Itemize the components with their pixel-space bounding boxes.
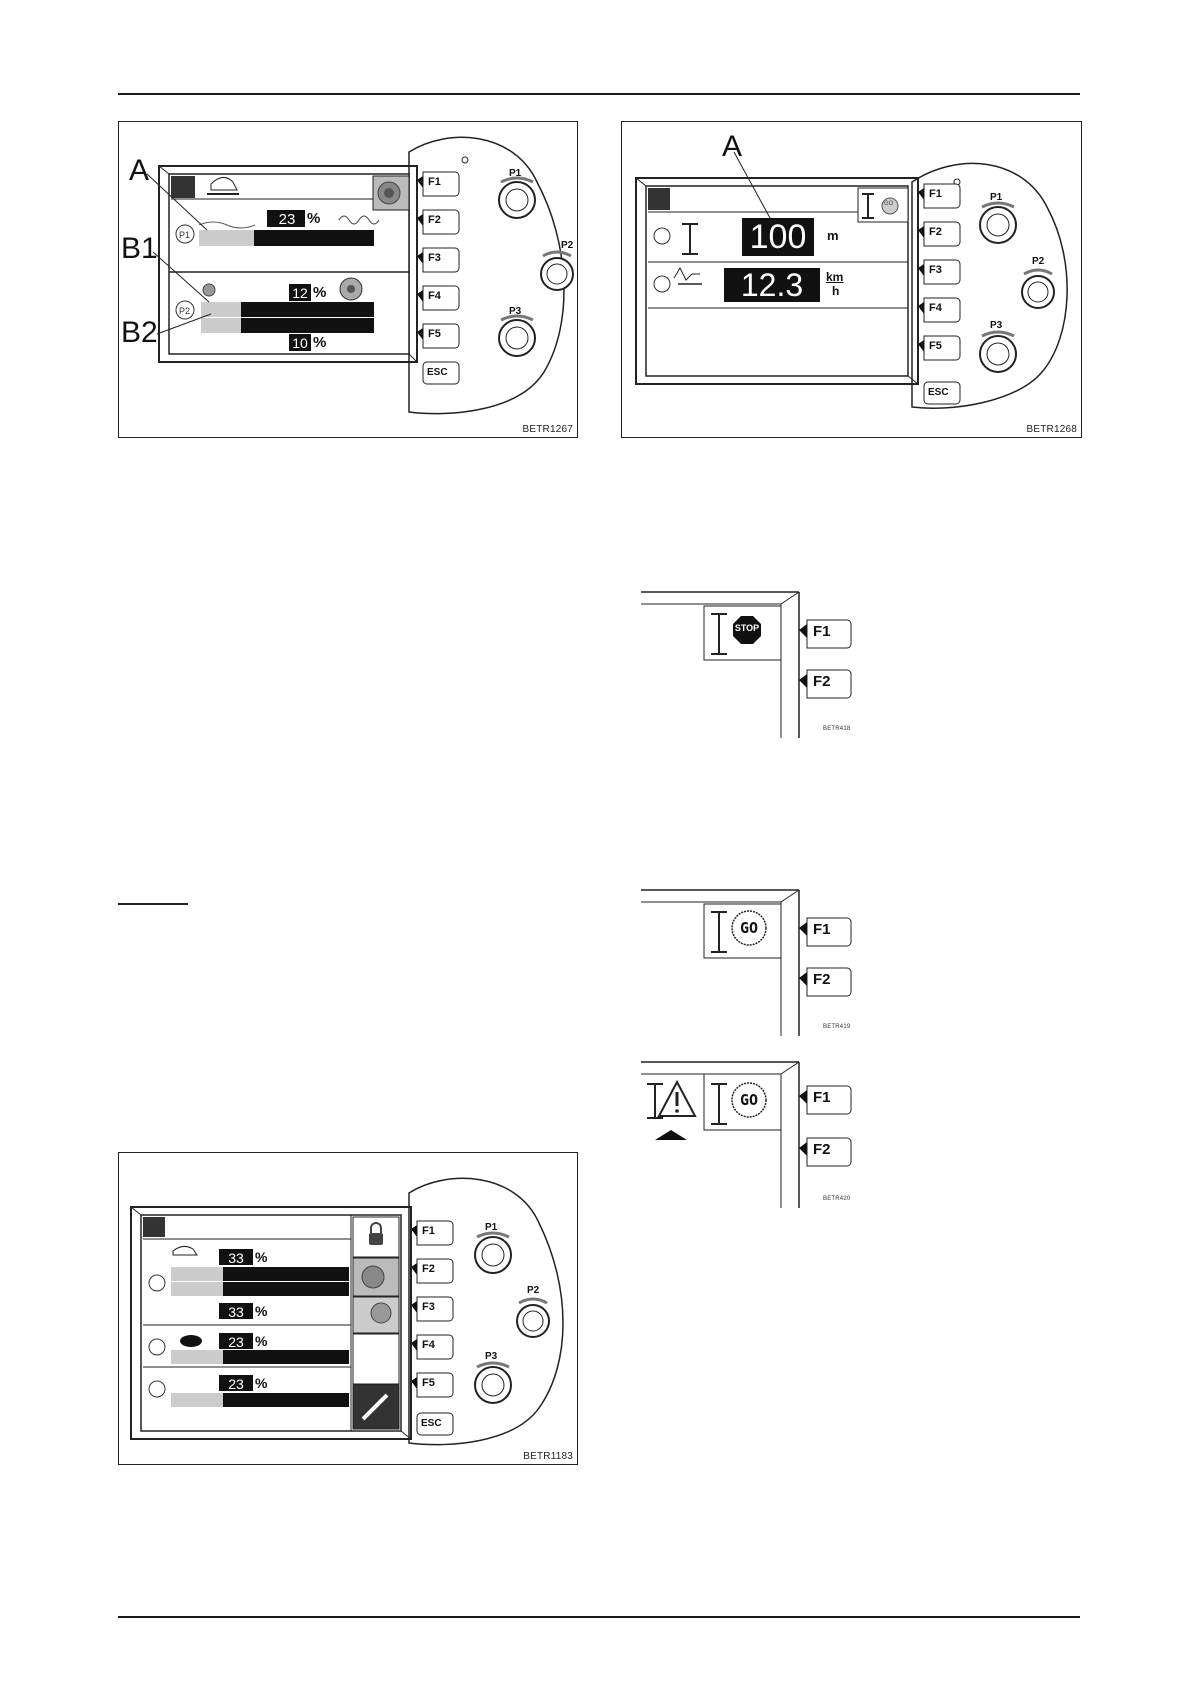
f5-key[interactable]: F5 — [422, 1377, 435, 1389]
p1-percent-bottom: 33 — [219, 1304, 253, 1320]
f2-key[interactable]: F2 — [929, 226, 942, 238]
knob-p1-label: P1 — [509, 168, 521, 179]
f4-key[interactable]: F4 — [428, 290, 441, 302]
p3-percent: 23 — [219, 1376, 253, 1392]
knob-p3-label: P3 — [509, 306, 521, 317]
f4-key[interactable]: F4 — [422, 1339, 435, 1351]
p2-percent-top: 12 — [289, 285, 311, 301]
f1-key[interactable]: F1 — [428, 176, 441, 188]
f1-key[interactable]: F1 — [422, 1225, 435, 1237]
f3-key[interactable]: F3 — [428, 252, 441, 264]
figure-betr419: GO F1 F2 BETR419 — [641, 888, 861, 1036]
knob-p1-label: P1 — [990, 192, 1002, 203]
height-unit: m — [827, 228, 839, 243]
callout-b1: B1 — [121, 234, 158, 264]
f1-key[interactable]: F1 — [813, 921, 831, 938]
p1-percent-sign-top: % — [255, 1249, 267, 1265]
esc-key[interactable]: ESC — [421, 1418, 442, 1429]
p1-percent-sign: % — [307, 210, 320, 227]
speed-value: 12.3 — [724, 268, 820, 302]
p1-percent-sign-bottom: % — [255, 1303, 267, 1319]
figure-code: BETR418 — [823, 726, 850, 732]
knob-p3-label: P3 — [485, 1351, 497, 1362]
figure-betr1268: A 100 m 12.3 km h GO F1 F2 F3 F4 F5 ESC … — [621, 121, 1082, 438]
figure-betr1267: P1 P2 — [118, 121, 578, 438]
knob-p1-label: P1 — [485, 1222, 497, 1233]
knob-p2-label: P2 — [1032, 256, 1044, 267]
figure-betr1183: 33 % 33 % 23 % 23 % F1 F2 F3 F4 F5 ESC P… — [118, 1152, 578, 1465]
header-rule — [118, 93, 1080, 95]
svg-text:P2: P2 — [179, 306, 190, 316]
f4-key[interactable]: F4 — [929, 302, 942, 314]
f2-key[interactable]: F2 — [813, 1141, 831, 1158]
callout-a: A — [129, 156, 149, 186]
f2-key[interactable]: F2 — [813, 673, 831, 690]
f5-key[interactable]: F5 — [428, 328, 441, 340]
figure-code: BETR420 — [823, 1196, 850, 1202]
f1-key[interactable]: F1 — [813, 1089, 831, 1106]
p1-percent-value: 23 — [269, 211, 305, 228]
p1-percent-top: 33 — [219, 1250, 253, 1266]
footer-rule — [118, 1616, 1080, 1618]
knob-p2-label: P2 — [527, 1285, 539, 1296]
p2-percent-sign-bottom: % — [313, 334, 326, 351]
figure-code: BETR1268 — [1026, 424, 1077, 435]
p3-percent-sign: % — [255, 1375, 267, 1391]
knob-p2-label: P2 — [561, 240, 573, 251]
p2-percent: 23 — [219, 1334, 253, 1350]
f2-key[interactable]: F2 — [813, 971, 831, 988]
figure-code: BETR419 — [823, 1024, 850, 1030]
f3-key[interactable]: F3 — [929, 264, 942, 276]
f5-key[interactable]: F5 — [929, 340, 942, 352]
p2-percent-sign-top: % — [313, 284, 326, 301]
f2-key[interactable]: F2 — [428, 214, 441, 226]
figure-betr420: GO F1 F2 BETR420 — [641, 1060, 861, 1208]
speed-unit-bottom: h — [832, 284, 839, 298]
stop-icon: STOP — [733, 623, 761, 633]
figure-code: BETR1183 — [523, 1451, 573, 1462]
go-icon: GO — [734, 1091, 764, 1109]
f1-key[interactable]: F1 — [929, 188, 942, 200]
f3-key[interactable]: F3 — [422, 1301, 435, 1313]
svg-text:P1: P1 — [179, 230, 190, 240]
esc-key[interactable]: ESC — [427, 367, 448, 378]
p2-percent-bottom: 10 — [289, 335, 311, 351]
speed-unit-top: km — [826, 270, 843, 284]
callout-a: A — [722, 132, 742, 162]
go-icon: GO — [734, 919, 764, 937]
p2-percent-sign: % — [255, 1333, 267, 1349]
figure-code: BETR1267 — [522, 424, 573, 435]
figure-betr418: STOP F1 F2 BETR418 — [641, 590, 861, 738]
callout-b2: B2 — [121, 318, 158, 348]
knob-p3-label: P3 — [990, 320, 1002, 331]
heading-underline — [118, 903, 188, 905]
esc-key[interactable]: ESC — [928, 387, 949, 398]
go-icon: GO — [884, 201, 893, 207]
f1-key[interactable]: F1 — [813, 623, 831, 640]
f2-key[interactable]: F2 — [422, 1263, 435, 1275]
height-value: 100 — [742, 218, 814, 256]
